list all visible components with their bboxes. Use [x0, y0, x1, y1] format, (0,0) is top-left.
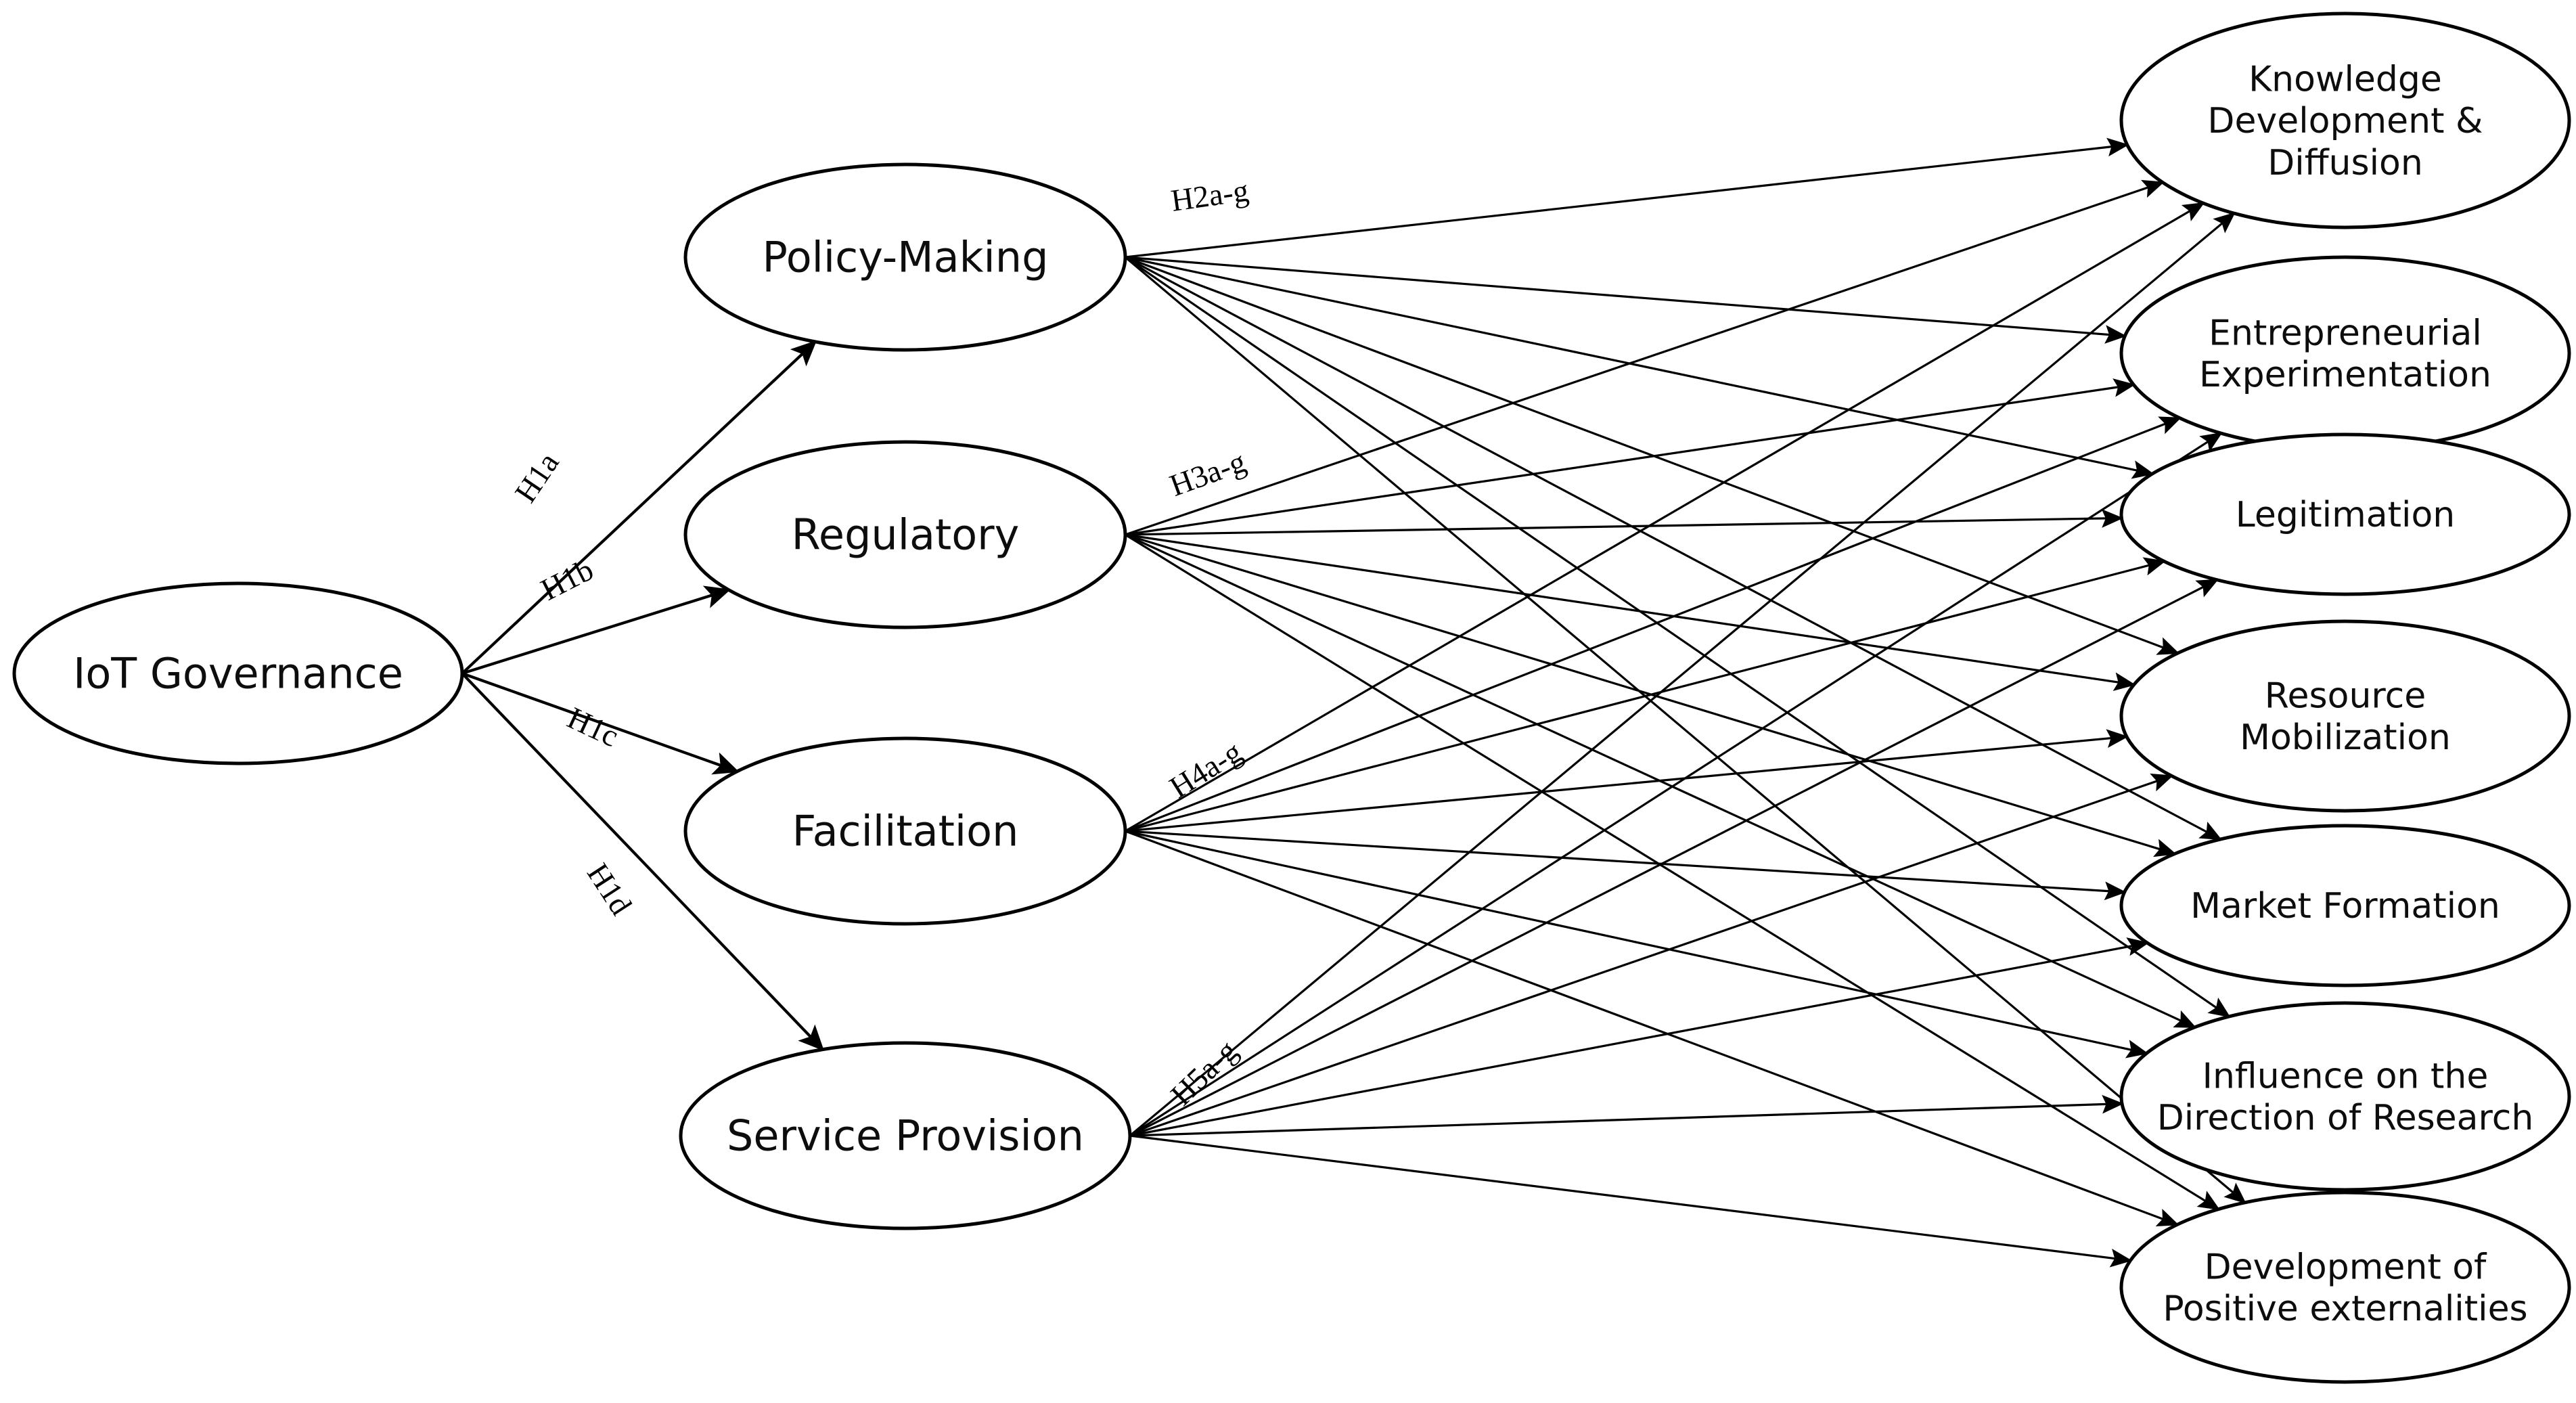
edge-service-to-influence [1129, 1094, 2124, 1137]
edge-regulatory-to-resource [1125, 533, 2136, 691]
node-externality-ellipse [2119, 1190, 2571, 1384]
edge-policy-to-knowledge [1125, 137, 2129, 259]
node-market-ellipse [2119, 824, 2571, 987]
edge-policy-to-externality [1124, 256, 2246, 1204]
node-externality-label: Positive externalities [2163, 1289, 2527, 1329]
node-knowledge-label: Development & [2207, 101, 2483, 141]
edge-policy-to-influence [1125, 256, 2231, 1018]
edge-service-to-market [1129, 937, 2150, 1137]
edge-policy-to-entrepren [1125, 256, 2127, 344]
edge-facilitation-to-knowledge [1125, 202, 2205, 832]
hypothesis-label-h1b: H1b [535, 552, 599, 606]
edge-policy-to-resource [1125, 256, 2180, 655]
edge-service-to-resource [1129, 773, 2174, 1137]
edge-facilitation-to-resource [1125, 729, 2129, 832]
node-iot-governance-label: IoT Governance [73, 649, 403, 698]
node-iot-governance-ellipse [12, 581, 464, 765]
edge-service-to-entrepren [1129, 432, 2223, 1137]
edge-regulatory-to-entrepren [1125, 378, 2136, 536]
node-legitimation[interactable]: Legitimation [2119, 432, 2571, 596]
node-market-label: Market Formation [2190, 886, 2500, 927]
edge-service-to-externality [1129, 1134, 2133, 1268]
edge-facilitation-to-externality [1125, 830, 2179, 1227]
node-entrepren-label: Entrepreneurial [2209, 313, 2482, 353]
node-knowledge-ellipse [2119, 12, 2571, 229]
edge-governance-to-policy [461, 340, 817, 675]
edge-regulatory-to-externality [1125, 533, 2221, 1210]
edge-regulatory-to-knowledge [1125, 179, 2165, 536]
node-facilitation-ellipse [683, 736, 1127, 926]
hypothesis-label-h2ag: H2a-g [1169, 173, 1250, 218]
root-node-group: IoT Governance [12, 581, 464, 765]
node-service-ellipse [679, 1041, 1132, 1230]
node-influence-label: Influence on the [2202, 1056, 2489, 1096]
node-regulatory[interactable]: Regulatory [683, 440, 1127, 629]
hypothesis-label-h1a: H1a [508, 446, 566, 508]
node-entrepren-label: Experimentation [2199, 355, 2491, 395]
node-policy-ellipse [683, 162, 1127, 352]
edge-facilitation-to-legitimation [1125, 557, 2166, 832]
edge-facilitation-to-market [1125, 830, 2127, 901]
hypothesis-label-h4ag: H4a-g [1164, 734, 1248, 805]
fan-edge-group [1124, 137, 2246, 1268]
edge-governance-to-service [461, 672, 825, 1051]
node-iot-governance[interactable]: IoT Governance [12, 581, 464, 765]
hypothesis-label-h1d: H1d [581, 857, 639, 920]
edge-policy-to-market [1125, 256, 2222, 841]
governance-function-group: Policy-MakingRegulatoryFacilitationServi… [679, 162, 1132, 1230]
node-service[interactable]: Service Provision [679, 1041, 1132, 1230]
edge-facilitation-to-influence [1125, 830, 2149, 1059]
node-legitimation-ellipse [2119, 432, 2571, 596]
node-resource-ellipse [2119, 619, 2571, 813]
node-policy[interactable]: Policy-Making [683, 162, 1127, 352]
edge-service-to-knowledge [1129, 212, 2236, 1137]
node-service-label: Service Provision [727, 1111, 1084, 1161]
node-knowledge-label: Diffusion [2267, 143, 2423, 183]
node-market[interactable]: Market Formation [2119, 824, 2571, 987]
edge-regulatory-to-legitimation [1125, 509, 2124, 536]
node-legitimation-label: Legitimation [2236, 495, 2455, 535]
node-externality-label: Development of [2205, 1247, 2487, 1287]
edge-facilitation-to-entrepren [1125, 416, 2182, 832]
root-edge-group [461, 340, 825, 1051]
node-regulatory-ellipse [683, 440, 1127, 629]
node-resource-label: Mobilization [2240, 717, 2451, 758]
edge-service-to-legitimation [1129, 579, 2219, 1137]
hypothesis-label-h3ag: H3a-g [1165, 444, 1250, 503]
edge-policy-to-legitimation [1125, 256, 2154, 479]
node-facilitation-label: Facilitation [792, 807, 1019, 856]
node-facilitation[interactable]: Facilitation [683, 736, 1127, 926]
node-knowledge-label: Knowledge [2249, 59, 2442, 99]
node-influence-ellipse [2119, 1001, 2571, 1192]
node-regulatory-label: Regulatory [792, 510, 1020, 560]
node-resource-label: Resource [2265, 675, 2426, 716]
edge-governance-to-facilitation [461, 672, 740, 775]
edge-governance-to-regulatory [461, 585, 731, 675]
hypothesis-label-h1c: H1c [562, 700, 624, 754]
node-policy-label: Policy-Making [763, 233, 1049, 282]
node-influence-label: Direction of Research [2157, 1098, 2534, 1138]
